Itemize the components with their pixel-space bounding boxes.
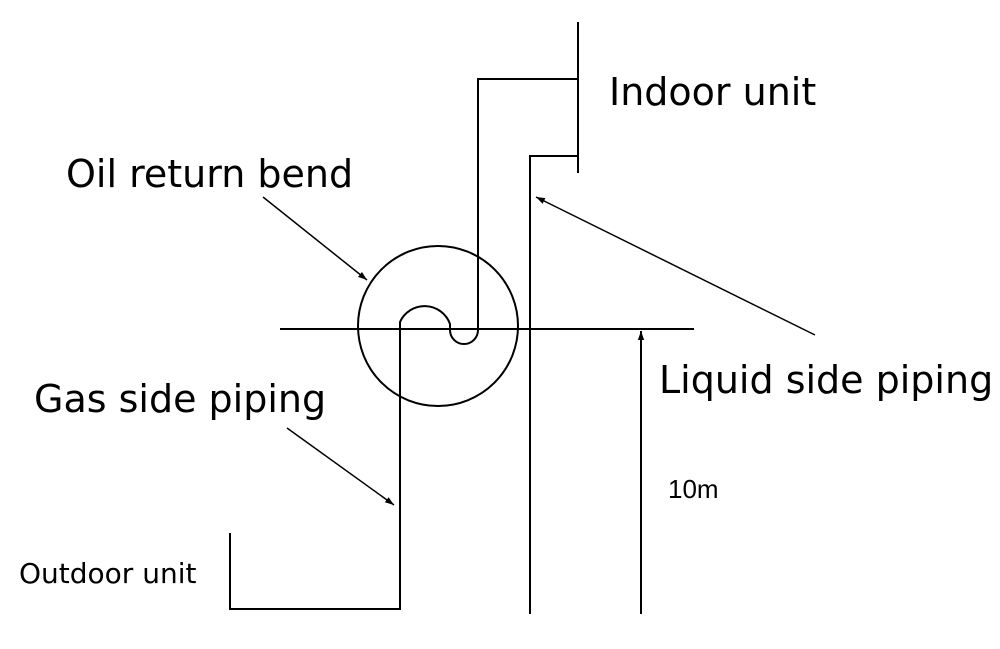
oil-return-bend-label: Oil return bend bbox=[66, 152, 354, 196]
liquid-pipe bbox=[529, 155, 578, 614]
liquid-side-piping-label: Liquid side piping bbox=[659, 358, 994, 402]
gas-pipe-upper bbox=[477, 78, 578, 330]
gas-side-leader bbox=[286, 427, 395, 506]
indoor-unit-label: Indoor unit bbox=[609, 70, 817, 114]
gas-pipe-lower bbox=[229, 330, 401, 610]
liquid-side-leader bbox=[535, 196, 816, 336]
height-label: 10m bbox=[668, 474, 719, 504]
outdoor-unit-label: Outdoor unit bbox=[19, 557, 197, 590]
oil-return-trap bbox=[399, 305, 479, 345]
oil-return-bend-circle bbox=[357, 245, 519, 407]
oil-return-bend-leader bbox=[262, 196, 368, 281]
gas-side-piping-label: Gas side piping bbox=[34, 377, 327, 421]
